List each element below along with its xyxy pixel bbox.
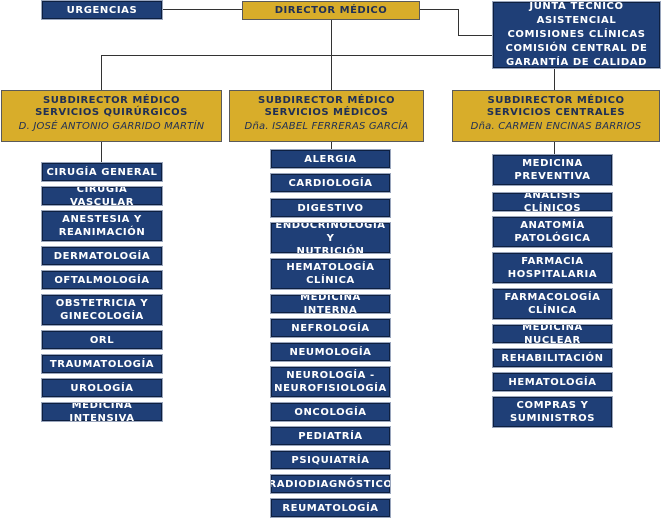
subdirector-title: SUBDIRECTOR MÉDICO — [43, 95, 180, 106]
connector-sub3-up — [554, 55, 555, 90]
service-box[interactable]: HEMATOLOGÍA — [492, 372, 613, 392]
service-box[interactable]: FARMACOLOGÍA CLÍNICA — [492, 288, 613, 320]
subdirector-quirurgicos-box[interactable]: SUBDIRECTOR MÉDICO SERVICIOS QUIRÚRGICOS… — [1, 90, 222, 142]
connector-director-junta-h1 — [420, 9, 458, 10]
service-box[interactable]: TRAUMATOLOGÍA — [41, 354, 163, 374]
subdirector-title: SUBDIRECTOR MÉDICO — [487, 95, 625, 106]
subdirector-area: SERVICIOS MÉDICOS — [264, 107, 389, 118]
subdirector-name: Dña. CARMEN ENCINAS BARRIOS — [470, 121, 642, 132]
service-box[interactable]: ANATOMÍA PATOLÓGICA — [492, 216, 613, 248]
service-box[interactable]: CIRUGÍA VASCULAR — [41, 184, 163, 208]
subdirector-area: SERVICIOS CENTRALES — [486, 107, 626, 118]
subdirector-area: SERVICIOS QUIRÚRGICOS — [35, 107, 188, 118]
service-box[interactable]: MEDICINA NUCLEAR — [492, 322, 613, 346]
service-box[interactable]: MEDICINA INTERNA — [270, 292, 391, 316]
service-box[interactable]: UROLOGÍA — [41, 378, 163, 398]
subdirector-centrales-box[interactable]: SUBDIRECTOR MÉDICO SERVICIOS CENTRALES D… — [452, 90, 660, 142]
subdirector-name: Dña. ISABEL FERRERAS GARCÍA — [244, 121, 409, 132]
service-box[interactable]: ANÁLISIS CLÍNICOS — [492, 190, 613, 214]
service-box[interactable]: OFTALMOLOGÍA — [41, 270, 163, 290]
service-box[interactable]: FARMACIA HOSPITALARIA — [492, 252, 613, 284]
service-box[interactable]: ANESTESIA Y REANIMACIÓN — [41, 210, 163, 242]
connector-subdirectors-horizontal — [101, 55, 555, 56]
subdirector-title: SUBDIRECTOR MÉDICO — [258, 95, 395, 106]
service-box[interactable]: DIGESTIVO — [270, 198, 391, 218]
junta-tecnico-box[interactable]: JUNTA TÉCNICO ASISTENCIAL COMISIONES CLÍ… — [492, 1, 661, 69]
service-box[interactable]: RADIODIAGNÓSTICO — [269, 474, 392, 494]
connector-sub3-down — [554, 142, 555, 155]
connector-sub1-up — [101, 55, 102, 90]
connector-director-down — [331, 19, 332, 90]
service-box[interactable]: ORL — [41, 330, 163, 350]
service-box[interactable]: ONCOLOGÍA — [270, 402, 391, 422]
connector-sub1-down — [101, 142, 102, 162]
connector-director-junta-h2 — [458, 35, 494, 36]
service-box[interactable]: NEUMOLOGÍA — [270, 342, 391, 362]
connector-urgencias-director — [162, 9, 242, 10]
subdirector-medicos-box[interactable]: SUBDIRECTOR MÉDICO SERVICIOS MÉDICOS Dña… — [229, 90, 424, 142]
service-box[interactable]: NEFROLOGÍA — [270, 318, 391, 338]
service-box[interactable]: OBSTETRICIA Y GINECOLOGÍA — [41, 294, 163, 326]
service-box[interactable]: PSIQUIATRÍA — [270, 450, 391, 470]
service-box[interactable]: REUMATOLOGÍA — [270, 498, 391, 518]
service-box[interactable]: REHABILITACIÓN — [492, 348, 613, 368]
service-box[interactable]: CIRUGÍA GENERAL — [41, 162, 163, 182]
service-box[interactable]: ENDOCRINOLOGÍA Y NUTRICIÓN — [270, 220, 391, 257]
service-box[interactable]: ALERGIA — [270, 149, 391, 169]
director-medico-box[interactable]: DIRECTOR MÉDICO — [242, 1, 420, 20]
service-box[interactable]: NEUROLOGÍA - NEUROFISIOLOGÍA — [270, 366, 391, 398]
service-box[interactable]: PEDIATRÍA — [270, 426, 391, 446]
subdirector-name: D. JOSÉ ANTONIO GARRIDO MARTÍN — [18, 121, 205, 132]
service-box[interactable]: COMPRAS Y SUMINISTROS — [492, 396, 613, 428]
service-box[interactable]: DERMATOLOGÍA — [41, 246, 163, 266]
service-box[interactable]: MEDICINA INTENSIVA — [41, 400, 163, 424]
service-box[interactable]: CARDIOLOGÍA — [270, 173, 391, 193]
service-box[interactable]: MEDICINA PREVENTIVA — [492, 154, 613, 186]
connector-director-junta-v — [458, 9, 459, 36]
service-box[interactable]: HEMATOLOGÍA CLÍNICA — [270, 258, 391, 290]
connector-sub2-down — [331, 142, 332, 150]
urgencias-box[interactable]: URGENCIAS — [41, 0, 163, 20]
